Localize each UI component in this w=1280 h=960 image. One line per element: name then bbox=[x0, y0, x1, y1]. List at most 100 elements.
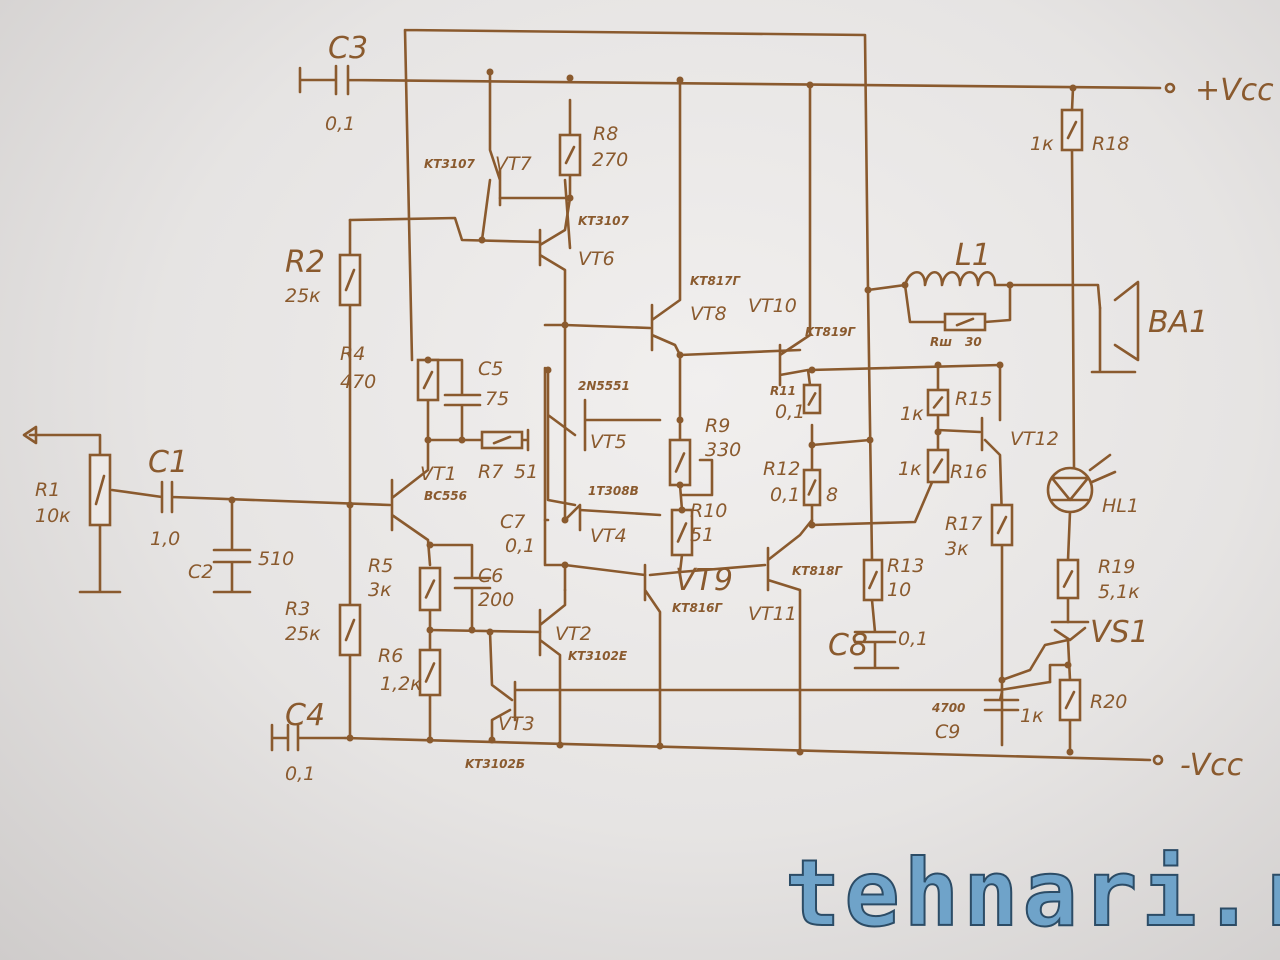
c1-value: 1,0 bbox=[150, 528, 180, 550]
c9-ref: C9 bbox=[935, 721, 960, 743]
junction-dot bbox=[996, 361, 1004, 369]
r3-resistor bbox=[338, 603, 362, 657]
r11-value: 0,1 bbox=[775, 401, 805, 423]
junction-dot bbox=[468, 626, 476, 634]
c3-value: 0,1 bbox=[325, 113, 355, 135]
c7-value: 0,1 bbox=[505, 535, 535, 557]
r8-resistor bbox=[558, 133, 582, 177]
c6-value: 200 bbox=[478, 589, 514, 611]
junction-dot bbox=[488, 736, 496, 744]
r9-resistor bbox=[668, 438, 692, 487]
vt11-type: KT818Г bbox=[792, 564, 844, 578]
r8-ref: R8 bbox=[593, 123, 618, 145]
vcc-pos-label: +Vcc bbox=[1195, 73, 1274, 108]
junction-dot bbox=[1006, 281, 1014, 289]
vt1-ref: VT1 bbox=[420, 463, 457, 485]
r6-value: 1,2к bbox=[380, 673, 422, 695]
hl1-ref: HL1 bbox=[1102, 495, 1139, 517]
r19-resistor bbox=[1056, 558, 1080, 600]
r20-value: 1к bbox=[1020, 705, 1044, 727]
vt6-type: KT3107 bbox=[578, 214, 630, 228]
rsh-value: 30 bbox=[965, 335, 982, 349]
junction-dot bbox=[486, 68, 494, 76]
r3-value: 25к bbox=[285, 623, 321, 645]
junction-dot bbox=[426, 541, 434, 549]
r18-ref: R18 bbox=[1092, 133, 1129, 155]
c8-ref: C8 bbox=[828, 628, 868, 663]
vt10-ref: VT10 bbox=[748, 295, 797, 317]
r9-ref: R9 bbox=[705, 415, 730, 437]
r4-resistor bbox=[416, 358, 440, 402]
r12-ref: R12 bbox=[763, 458, 800, 480]
rsh-resistor bbox=[943, 312, 987, 332]
r4-ref: R4 bbox=[340, 343, 365, 365]
r11-resistor bbox=[802, 383, 822, 415]
vt11-ref: VT11 bbox=[748, 603, 797, 625]
vt4-ref: VT4 bbox=[590, 525, 627, 547]
r16-value: 1к bbox=[898, 458, 922, 480]
junction-dot bbox=[934, 428, 942, 436]
vt4-type: 1T308B bbox=[588, 484, 639, 498]
r2-value: 25к bbox=[285, 285, 321, 307]
junction-dot bbox=[346, 734, 354, 742]
r6-resistor bbox=[418, 648, 442, 697]
r15-resistor bbox=[926, 388, 950, 417]
junction-dot bbox=[1069, 84, 1077, 92]
r7-ref: R7 bbox=[478, 461, 503, 483]
r5-value: 3к bbox=[368, 579, 392, 601]
r18-value: 1к bbox=[1030, 133, 1054, 155]
rsh-ref: Rш bbox=[930, 335, 952, 349]
vs1-ref: VS1 bbox=[1090, 615, 1149, 650]
vt5-type: 2N5551 bbox=[578, 379, 630, 393]
vt8-type: KT817Г bbox=[690, 274, 742, 288]
r7-value: 51 bbox=[514, 461, 538, 483]
junction-dot bbox=[561, 561, 569, 569]
junction-dot bbox=[561, 516, 569, 524]
junction-dot bbox=[478, 236, 486, 244]
hl1-led-body bbox=[1046, 466, 1094, 514]
junction-dot bbox=[676, 76, 684, 84]
junction-dot bbox=[424, 356, 432, 364]
r5-resistor bbox=[418, 566, 442, 612]
c7-ref: C7 bbox=[500, 511, 525, 533]
r12-resistor bbox=[802, 468, 822, 507]
junction-dot bbox=[426, 736, 434, 744]
r8-value: 270 bbox=[592, 149, 628, 171]
r18-resistor bbox=[1060, 108, 1084, 152]
vcc-pos-terminal bbox=[1164, 82, 1176, 94]
c4-value: 0,1 bbox=[285, 763, 315, 785]
junction-dot bbox=[934, 361, 942, 369]
r6-ref: R6 bbox=[378, 645, 403, 667]
junction-dot bbox=[678, 506, 686, 514]
vt7-type: KT3107 bbox=[424, 157, 476, 171]
junction-dot bbox=[796, 748, 804, 756]
vt12-ref: VT12 bbox=[1010, 428, 1059, 450]
junction-dot bbox=[808, 441, 816, 449]
r20-resistor bbox=[1058, 678, 1082, 722]
r5-ref: R5 bbox=[368, 555, 393, 577]
vt2-type: KT3102E bbox=[568, 649, 628, 663]
junction-dot bbox=[808, 366, 816, 374]
r10-value: 51 bbox=[690, 524, 714, 546]
vt5-ref: VT5 bbox=[590, 431, 627, 453]
junction-dot bbox=[566, 74, 574, 82]
c2-value: 510 bbox=[258, 548, 294, 570]
vt3-type: KT3102Б bbox=[465, 757, 525, 771]
junction-dot bbox=[426, 626, 434, 634]
r9-value: 330 bbox=[705, 439, 741, 461]
r13-value: 10 bbox=[887, 579, 911, 601]
r16-resistor bbox=[926, 448, 950, 484]
c8-value: 0,1 bbox=[898, 628, 928, 650]
r13-resistor bbox=[862, 558, 884, 602]
junction-dot bbox=[566, 194, 574, 202]
vt6-ref: VT6 bbox=[578, 248, 615, 270]
r15-value: 1к bbox=[900, 403, 924, 425]
r10-ref: R10 bbox=[690, 500, 727, 522]
vt10-type: KT819Г bbox=[805, 325, 857, 339]
r19-value: 5,1к bbox=[1098, 581, 1140, 603]
junction-dot bbox=[1064, 661, 1072, 669]
r20-ref: R20 bbox=[1090, 691, 1127, 713]
c9-value: 4700 bbox=[931, 701, 965, 715]
c6-ref: C6 bbox=[478, 565, 503, 587]
